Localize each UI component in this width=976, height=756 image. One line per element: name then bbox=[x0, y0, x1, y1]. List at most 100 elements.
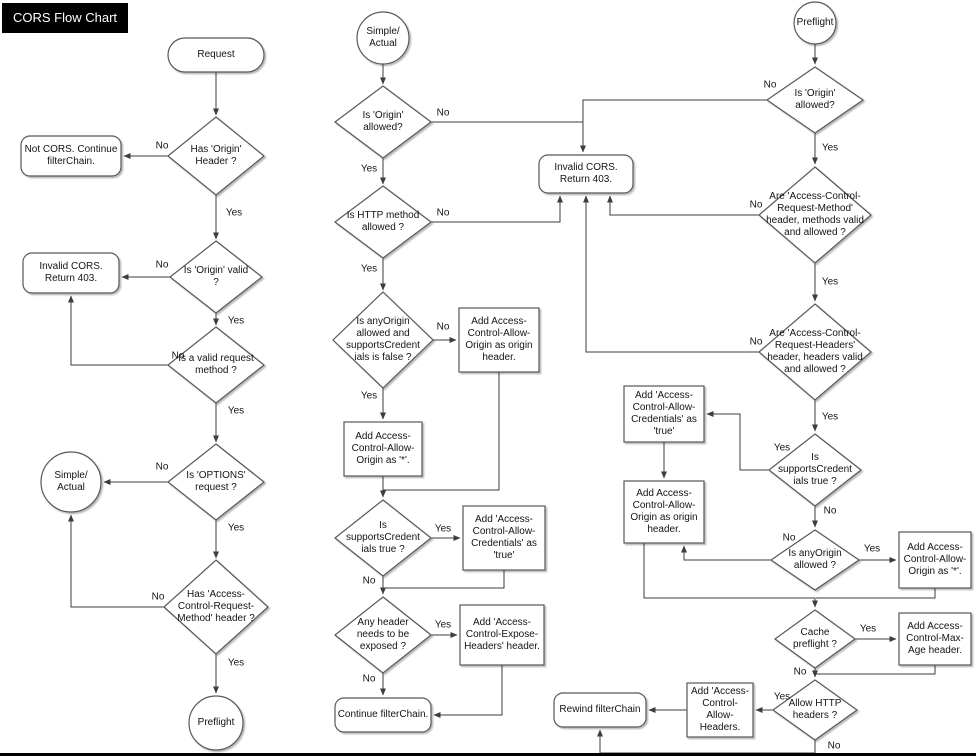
node-is-supportscreds-sa: Is supportsCredent ials true ? bbox=[346, 520, 420, 555]
shape-request bbox=[167, 37, 265, 73]
shape-has-acrm-header bbox=[163, 559, 269, 655]
node-is-origin-allowed-pf: Is 'Origin' allowed? bbox=[794, 88, 836, 111]
node-acr-headers-valid: Are 'Access-Control-Request-Headers' hea… bbox=[767, 328, 863, 375]
shape-allow-http-headers bbox=[771, 679, 859, 741]
connector bbox=[68, 295, 168, 366]
node-add-origin-as-origin-sa: Add Access-Control-Allow-Origin as origi… bbox=[465, 316, 533, 363]
node-add-origin-as-star-sa: Add Access-Control-Allow-Origin as '*'. bbox=[351, 431, 415, 466]
edge-label-yes: Yes bbox=[360, 263, 378, 275]
shape-add-origin-as-origin-sa bbox=[458, 307, 540, 373]
shape-simple-actual-end bbox=[40, 451, 102, 513]
shape-add-creds-true-sa bbox=[462, 505, 546, 571]
shape-is-origin-valid bbox=[169, 240, 263, 314]
shape-any-header-exposed bbox=[334, 596, 432, 674]
edge-label-no: No bbox=[362, 575, 376, 587]
shape-is-supportscreds-pf bbox=[768, 433, 862, 507]
edge-label-no: No bbox=[171, 350, 185, 362]
edge-label-yes: Yes bbox=[773, 442, 791, 454]
node-invalid-cors-left: Invalid CORS. Return 403. bbox=[39, 261, 103, 284]
shape-not-cors-continue bbox=[20, 135, 122, 177]
node-request: Request bbox=[197, 49, 235, 61]
edge-label-yes: Yes bbox=[821, 411, 839, 423]
shape-acr-headers-valid bbox=[758, 303, 872, 401]
shape-is-supportscreds-sa bbox=[334, 499, 432, 577]
node-is-supportscreds-pf: Is supportsCredent ials true ? bbox=[778, 452, 852, 487]
node-has-origin-header: Has 'Origin' Header ? bbox=[190, 144, 242, 167]
node-simple-actual-end: Simple/ Actual bbox=[54, 470, 88, 493]
shape-preflight-start bbox=[793, 1, 837, 45]
edge-label-yes: Yes bbox=[859, 623, 877, 635]
shape-acr-method-valid bbox=[758, 166, 872, 264]
node-allow-http-headers: Allow HTTP headers ? bbox=[788, 698, 842, 721]
shape-is-valid-request-method bbox=[167, 326, 265, 404]
edge-label-yes: Yes bbox=[821, 276, 839, 288]
node-add-origin-as-star-pf: Add Access-Control-Allow-Origin as '*'. bbox=[903, 542, 967, 577]
node-add-allow-headers: Add 'Access-Control-Allow-Headers. bbox=[690, 686, 750, 733]
node-acr-method-valid: Are 'Access-Control-Request-Method' head… bbox=[766, 191, 864, 238]
edge-label-no: No bbox=[436, 107, 450, 119]
edge-label-yes: Yes bbox=[863, 543, 881, 555]
edge-label-no: No bbox=[827, 740, 841, 752]
shape-add-max-age bbox=[898, 612, 972, 666]
connector bbox=[431, 195, 563, 223]
node-any-header-exposed: Any header needs to be exposed ? bbox=[356, 617, 410, 652]
node-is-origin-allowed-sa: Is 'Origin' allowed? bbox=[362, 110, 404, 133]
shape-is-options-request bbox=[167, 443, 265, 521]
connector bbox=[580, 99, 767, 153]
shape-add-creds-true-pf bbox=[623, 385, 705, 443]
shape-add-allow-headers bbox=[686, 682, 754, 738]
node-add-expose-headers: Add 'Access-Control-Expose-Headers' head… bbox=[464, 617, 540, 652]
node-rewind-filterchain: Rewind filterChain bbox=[559, 704, 641, 716]
shape-is-http-method-allowed bbox=[334, 185, 432, 259]
shape-add-origin-as-origin-pf bbox=[623, 480, 705, 544]
node-add-creds-true-sa: Add 'Access-Control-Allow-Credentials' a… bbox=[471, 514, 537, 561]
edge-label-no: No bbox=[793, 666, 807, 678]
edge-label-yes: Yes bbox=[227, 405, 245, 417]
edge-label-yes: Yes bbox=[227, 315, 245, 327]
node-invalid-cors-mid: Invalid CORS. Return 403. bbox=[554, 162, 618, 185]
page-title: CORS Flow Chart bbox=[2, 3, 129, 33]
edge-label-no: No bbox=[151, 591, 165, 603]
node-preflight-start: Preflight bbox=[796, 17, 834, 29]
edge-label-no: No bbox=[823, 505, 837, 517]
edge-label-no: No bbox=[155, 259, 169, 271]
node-continue-filterchain: Continue filterChain. bbox=[337, 709, 429, 721]
shape-add-origin-as-star-pf bbox=[898, 531, 972, 589]
bottom-border bbox=[0, 753, 976, 756]
node-cache-preflight: Cache preflight ? bbox=[793, 627, 837, 650]
connector bbox=[383, 372, 500, 491]
node-add-origin-as-origin-pf: Add Access-Control-Allow-Origin as origi… bbox=[630, 488, 698, 535]
edge-label-yes: Yes bbox=[773, 691, 791, 703]
connector bbox=[681, 545, 771, 561]
node-is-options-request: Is 'OPTIONS' request ? bbox=[186, 470, 246, 493]
node-is-origin-valid: Is 'Origin' valid ? bbox=[183, 265, 249, 288]
edge-label-yes: Yes bbox=[227, 657, 245, 669]
connector bbox=[433, 665, 503, 718]
shape-invalid-cors-mid bbox=[538, 154, 634, 194]
shape-add-origin-as-star-sa bbox=[343, 421, 423, 477]
node-add-creds-true-pf: Add 'Access-Control-Allow-Credentials' a… bbox=[631, 390, 697, 437]
shape-continue-filterchain bbox=[334, 697, 432, 733]
node-not-cors-continue: Not CORS. Continue filterChain. bbox=[24, 144, 118, 167]
shape-is-anyorigin-allowed bbox=[769, 529, 861, 591]
shape-has-origin-header bbox=[167, 116, 265, 196]
edge-label-no: No bbox=[436, 321, 450, 333]
node-has-acrm-header: Has 'Access-Control-Request-Method' head… bbox=[177, 589, 255, 624]
shape-is-origin-allowed-pf bbox=[765, 66, 865, 134]
edge-label-yes: Yes bbox=[434, 523, 452, 535]
shape-preflight-end bbox=[188, 695, 244, 751]
edge-label-yes: Yes bbox=[821, 142, 839, 154]
edge-label-no: No bbox=[749, 336, 763, 348]
connector bbox=[816, 665, 936, 675]
shape-invalid-cors-left bbox=[22, 252, 120, 294]
connector bbox=[583, 195, 759, 353]
shape-cache-preflight bbox=[773, 609, 857, 669]
edge-label-no: No bbox=[749, 199, 763, 211]
connector bbox=[706, 411, 769, 471]
connectors bbox=[68, 44, 936, 754]
edge-label-no: No bbox=[155, 140, 169, 152]
shapes bbox=[20, 1, 972, 751]
edge-label-no: No bbox=[763, 79, 777, 91]
connector bbox=[643, 543, 818, 608]
